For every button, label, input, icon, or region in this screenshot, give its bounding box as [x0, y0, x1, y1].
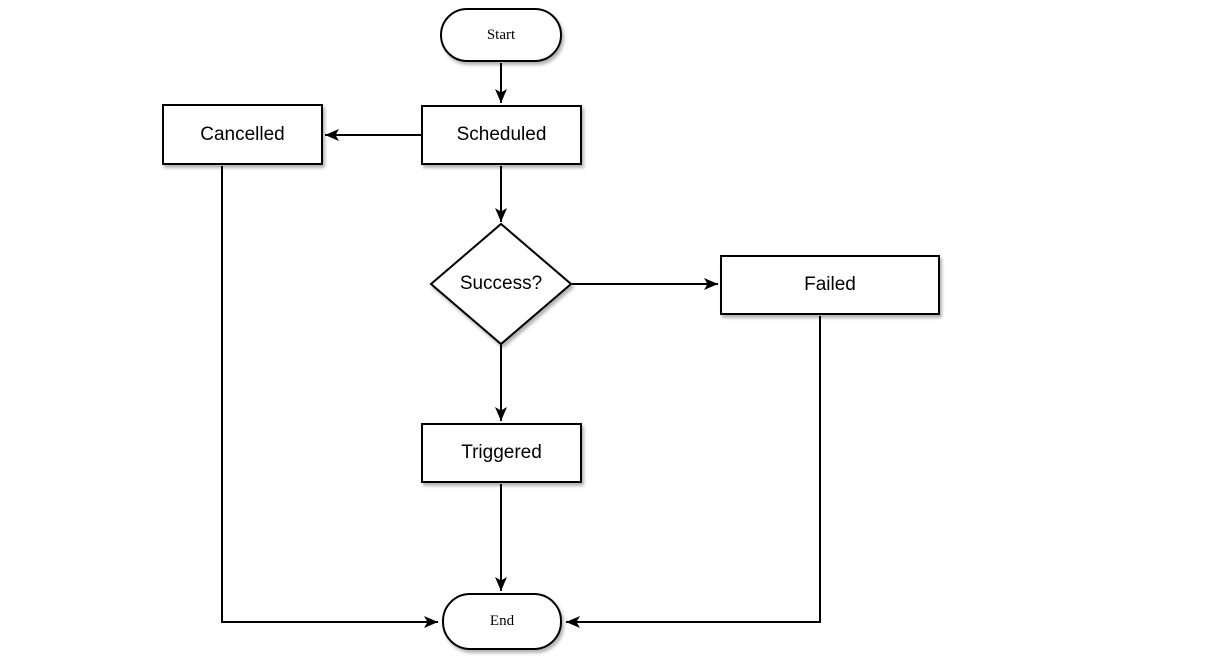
start-node-label: Start — [486, 26, 516, 43]
success-node-label: Success? — [459, 273, 543, 294]
cancelled-node: Cancelled — [162, 104, 323, 165]
failed-node: Failed — [720, 255, 940, 315]
start-node: Start — [440, 8, 562, 62]
scheduled-node-label: Scheduled — [456, 124, 547, 145]
triggered-node: Triggered — [421, 423, 582, 483]
edge-cancelled-end — [221, 166, 438, 628]
cancelled-node-label: Cancelled — [200, 123, 285, 145]
triggered-node-label: Triggered — [461, 442, 542, 463]
success-decision-diamond — [429, 222, 573, 346]
failed-node-label: Failed — [804, 274, 856, 295]
scheduled-node: Scheduled — [421, 105, 582, 165]
edge-failed-end — [566, 316, 821, 628]
success-node-label-wrap: Success? — [431, 264, 571, 304]
end-node-label: End — [489, 613, 515, 629]
end-node: End — [442, 593, 562, 650]
